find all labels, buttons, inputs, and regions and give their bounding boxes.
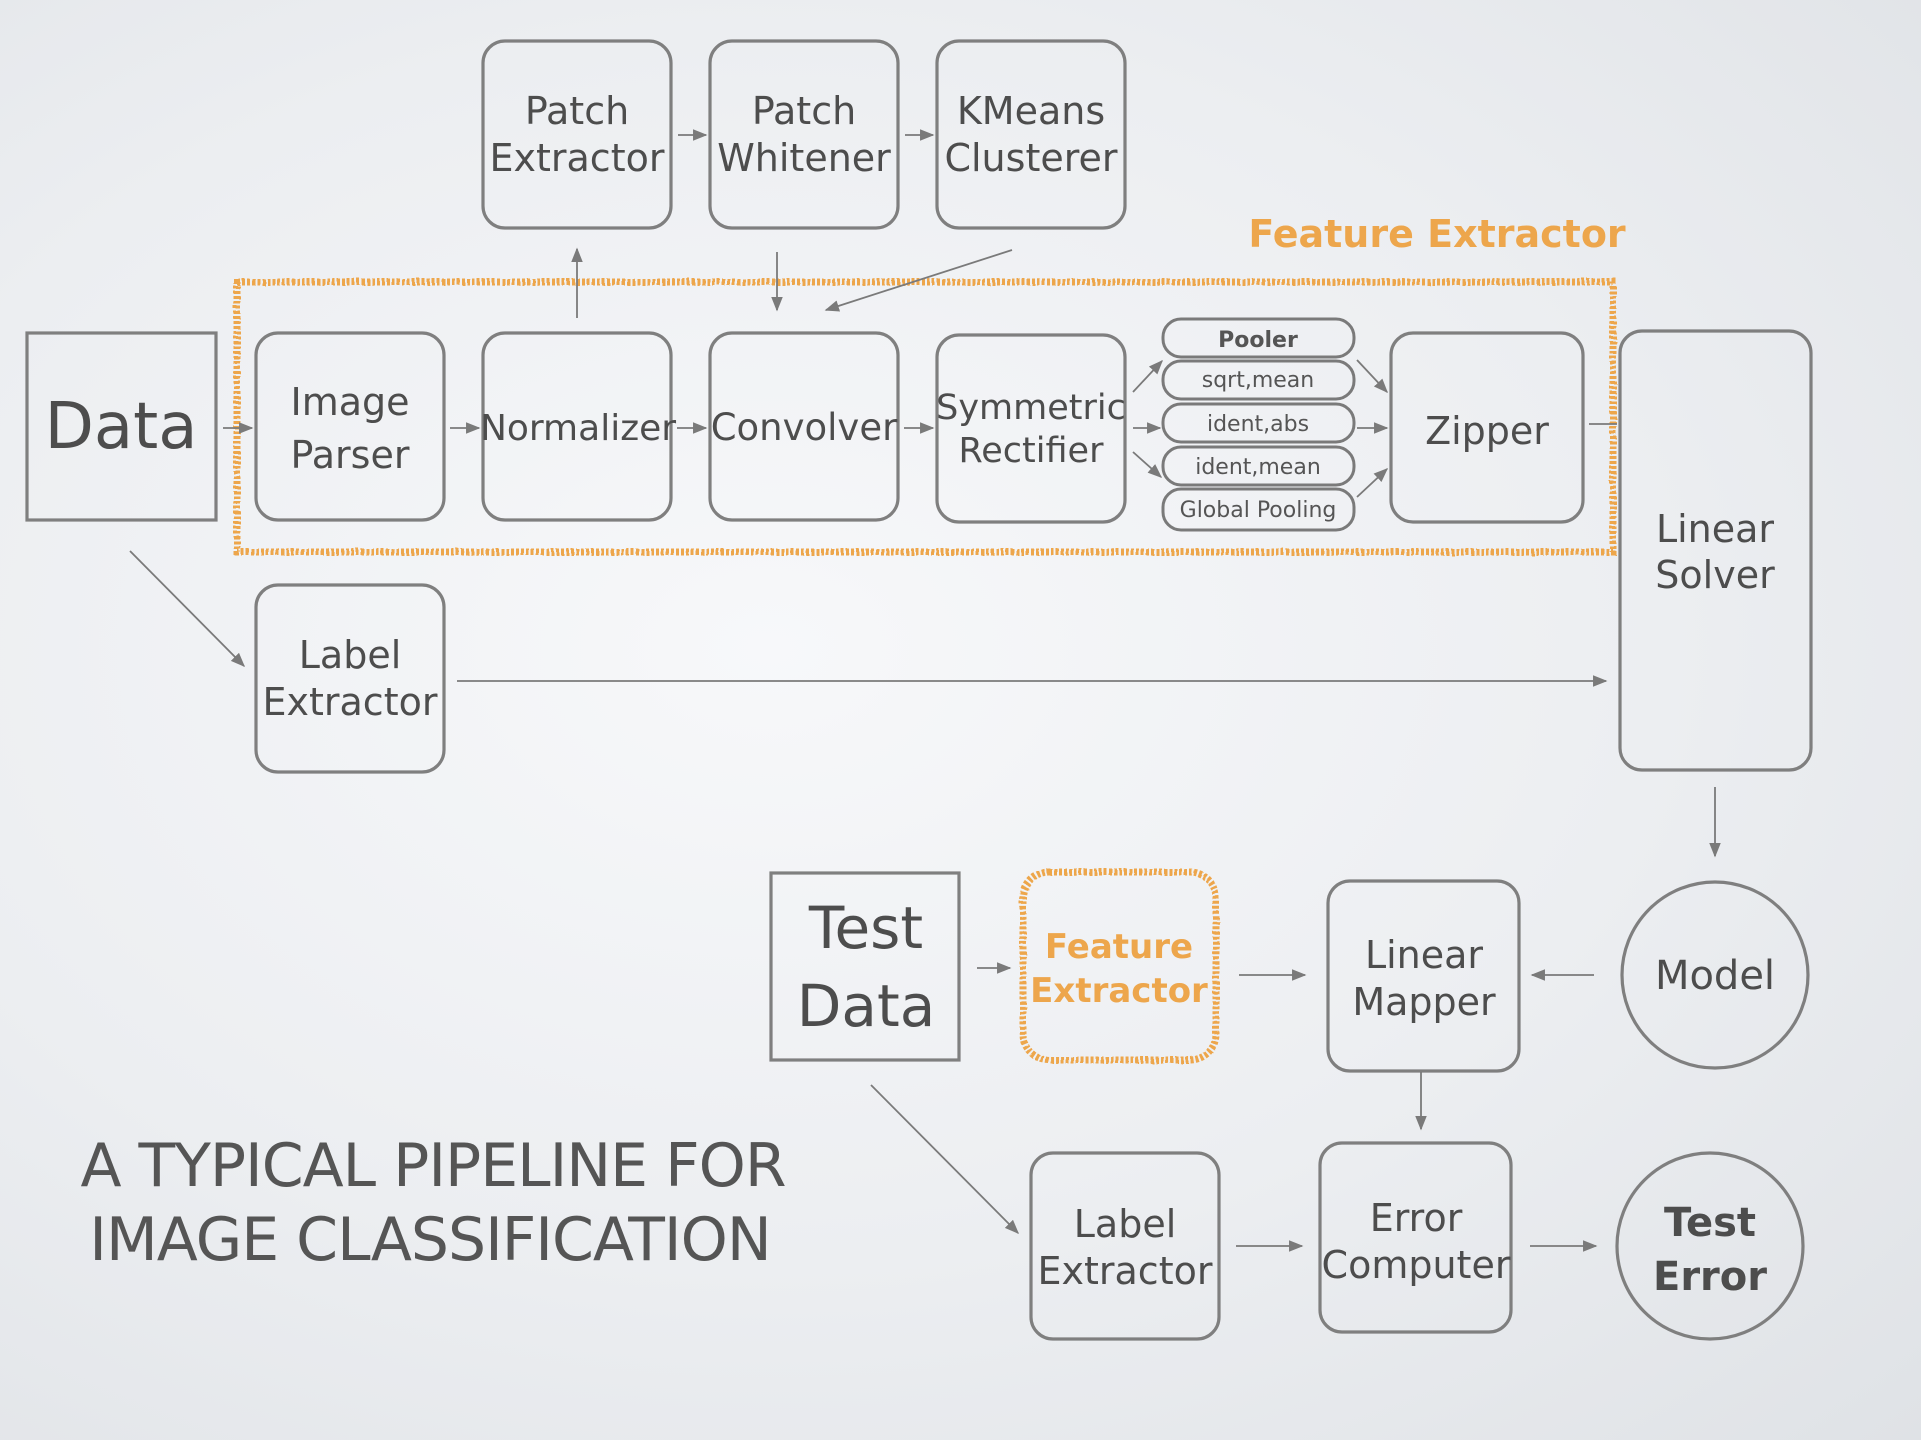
linear-mapper-line2: Mapper	[1352, 980, 1496, 1024]
linear-solver-node: Linear Solver	[1618, 329, 1813, 772]
pooler-stack: Pooler sqrt,mean ident,abs ident,mean Gl…	[1161, 317, 1356, 532]
pooler-item-ident-abs: ident,abs	[1207, 412, 1309, 437]
edge-rectifier-to-pooler-1	[1132, 359, 1163, 393]
model-label: Model	[1655, 953, 1775, 999]
linear-solver-line2: Solver	[1655, 553, 1775, 597]
pooler-item-ident-mean: ident,mean	[1195, 455, 1321, 480]
symmetric-rectifier-line2: Rectifier	[959, 431, 1105, 471]
test-data-node: Test Data	[769, 871, 961, 1062]
pooler-item-sqrt-mean: sqrt,mean	[1202, 368, 1314, 393]
feature-extractor-frame	[233, 278, 1617, 556]
test-data-line1: Test	[808, 894, 923, 962]
error-computer-node: Error Computer	[1318, 1141, 1513, 1334]
test-error-node: Test Error	[1615, 1151, 1805, 1341]
test-data-line2: Data	[797, 972, 936, 1040]
linear-mapper-line1: Linear	[1365, 933, 1483, 977]
patch-whitener-line1: Patch	[752, 89, 856, 133]
image-parser-line1: Image	[290, 380, 409, 424]
pooler-item-global-pooling: Global Pooling	[1180, 498, 1337, 523]
edge-kmeans-to-convolver	[824, 249, 1013, 312]
patch-extractor-line2: Extractor	[490, 136, 665, 180]
test-error-line2: Error	[1653, 1254, 1767, 1300]
feature-extractor-test-frame	[1019, 868, 1220, 1064]
data-label: Data	[45, 390, 198, 464]
slide-title-line2: IMAGE CLASSIFICATION	[89, 1205, 770, 1275]
feature-extractor-label: Feature Extractor	[1248, 212, 1626, 256]
image-parser-node: Image Parser	[254, 331, 446, 522]
error-computer-line2: Computer	[1322, 1243, 1511, 1287]
edge-pooler-to-zipper-3	[1356, 468, 1389, 498]
label-extractor-train-line2: Extractor	[263, 680, 438, 724]
edge-testdata-to-label-extractor	[870, 1084, 1020, 1235]
zipper-label: Zipper	[1425, 409, 1549, 453]
edge-data-to-label-extractor	[129, 550, 246, 668]
feature-extractor-test-line2: Extractor	[1030, 971, 1208, 1011]
image-parser-line2: Parser	[291, 433, 410, 477]
label-extractor-train-line1: Label	[299, 633, 402, 677]
patch-whitener-line2: Whitener	[717, 136, 891, 180]
kmeans-clusterer-node: KMeans Clusterer	[935, 39, 1127, 230]
pooler-title-pill	[1161, 317, 1356, 359]
slide-title-line1: A TYPICAL PIPELINE FOR	[80, 1131, 785, 1201]
pooler-item-pill	[1161, 445, 1356, 487]
data-node: Data	[25, 331, 218, 522]
normalizer-label: Normalizer	[480, 408, 676, 449]
label-extractor-test-node: Label Extractor	[1029, 1151, 1221, 1341]
pooler-item-pill	[1161, 359, 1356, 401]
label-extractor-train-node: Label Extractor	[254, 583, 446, 774]
kmeans-clusterer-line2: Clusterer	[944, 136, 1117, 180]
symmetric-rectifier-node: Symmetric Rectifier	[935, 333, 1127, 524]
normalizer-node: Normalizer	[480, 331, 676, 522]
feature-extractor-test-node: Feature Extractor	[1019, 868, 1220, 1064]
zipper-node: Zipper	[1389, 331, 1585, 524]
edges	[129, 129, 1721, 1252]
pooler-title: Pooler	[1218, 328, 1298, 353]
feature-extractor-test-line1: Feature	[1045, 927, 1193, 967]
edge-rectifier-to-pooler-3	[1132, 451, 1163, 478]
label-extractor-test-line1: Label	[1074, 1202, 1177, 1246]
label-extractor-test-line2: Extractor	[1038, 1249, 1213, 1293]
model-node: Model	[1620, 880, 1810, 1070]
patch-whitener-node: Patch Whitener	[708, 39, 900, 230]
pooler-item-pill	[1161, 487, 1356, 532]
patch-extractor-line1: Patch	[525, 89, 629, 133]
pooler-item-pill	[1161, 402, 1356, 444]
convolver-node: Convolver	[708, 331, 900, 522]
edge-pooler-to-zipper-1	[1356, 359, 1388, 394]
linear-mapper-node: Linear Mapper	[1326, 879, 1521, 1073]
patch-extractor-node: Patch Extractor	[481, 39, 673, 230]
linear-solver-line1: Linear	[1656, 507, 1774, 551]
error-computer-line1: Error	[1370, 1196, 1463, 1240]
kmeans-clusterer-line1: KMeans	[957, 89, 1105, 133]
convolver-label: Convolver	[711, 406, 898, 449]
test-error-line1: Test	[1664, 1200, 1756, 1246]
symmetric-rectifier-line1: Symmetric	[936, 388, 1126, 428]
